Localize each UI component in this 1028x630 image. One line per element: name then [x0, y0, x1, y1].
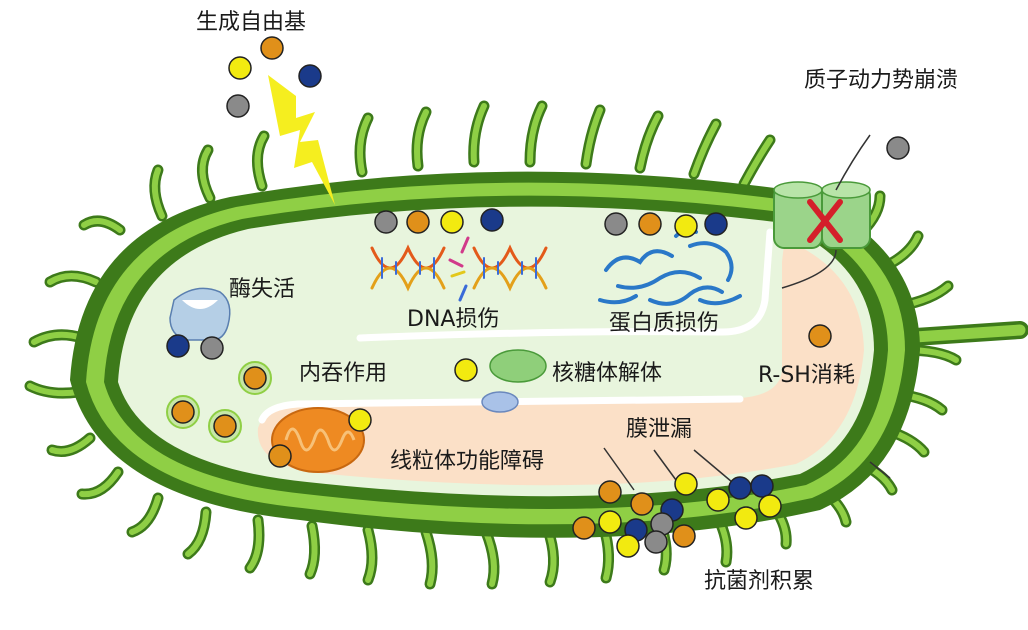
pilus-highlight: [583, 107, 603, 167]
ribosome-icon: [481, 349, 547, 413]
mitochondrial-dysfunction-label: 线粒体功能障碍: [390, 449, 545, 474]
pilus-highlight: [129, 495, 161, 535]
pilus-highlight: [365, 527, 375, 583]
particle: [440, 210, 464, 234]
ribosome-disassembly-label: 核糖体解体: [552, 361, 663, 386]
particle: [728, 476, 752, 500]
enzyme-icon: [169, 287, 231, 341]
particle: [750, 474, 774, 498]
particle: [260, 36, 284, 60]
particle: [604, 212, 628, 236]
particle: [598, 480, 622, 504]
particle: [672, 524, 696, 548]
enzyme-inactivation-label: 酶失活: [229, 277, 296, 302]
mitochondrion-icon: [271, 407, 365, 473]
pilus-highlight: [357, 115, 371, 175]
particle: [406, 210, 430, 234]
particle: [572, 516, 596, 540]
protein-damage-label: 蛋白质损伤: [609, 311, 720, 336]
pilus-highlight: [483, 529, 497, 587]
pilus-highlight: [247, 517, 262, 571]
particle: [374, 210, 398, 234]
pilus-highlight: [79, 469, 121, 498]
pilus-highlight: [470, 103, 487, 165]
dna-helix-icon: [370, 236, 548, 302]
particle: [758, 494, 782, 518]
pilus-highlight: [741, 137, 773, 187]
pilus-highlight: [691, 121, 719, 177]
particle: [706, 488, 730, 512]
lightning-icon: [268, 75, 335, 205]
pilus-highlight: [307, 523, 318, 577]
pilus-highlight: [49, 435, 93, 455]
pmf-collapse-label: 质子动力势崩溃: [804, 68, 959, 93]
particle: [200, 336, 224, 360]
pilus-highlight: [185, 509, 209, 557]
compartment-lines: [258, 228, 774, 424]
particle: [630, 492, 654, 516]
pilus-highlight: [151, 167, 165, 219]
particle: [674, 472, 698, 496]
pilus-highlight: [414, 109, 429, 169]
antibacterial-accumulation-label: 抗菌剂积累: [704, 569, 815, 594]
particle: [268, 444, 292, 468]
ion-channel-icon: [773, 134, 871, 289]
pilus-highlight: [423, 529, 436, 587]
pilus-highlight: [527, 103, 545, 165]
pilus-highlight: [27, 383, 81, 397]
particles-group: [166, 36, 910, 558]
periplasm-region: [257, 240, 864, 486]
cross-icon: [807, 199, 843, 243]
particle: [704, 212, 728, 236]
pilus-highlight: [81, 218, 123, 233]
endocytosis-label: 内吞作用: [299, 361, 388, 386]
dna-damage-label: DNA损伤: [407, 307, 500, 332]
particle: [213, 414, 237, 438]
membrane-leakage-label: 膜泄漏: [626, 417, 693, 442]
particle: [454, 358, 478, 382]
pili-group: [24, 100, 1028, 590]
particle: [616, 534, 640, 558]
pilus-highlight: [199, 147, 213, 201]
particle: [598, 510, 622, 534]
particle: [644, 530, 668, 554]
particle: [243, 366, 267, 390]
pilus-highlight: [254, 133, 267, 189]
particle: [808, 324, 832, 348]
pointer-lines: [603, 447, 891, 491]
particle: [166, 334, 190, 358]
pilus-highlight: [637, 113, 661, 171]
particle: [348, 408, 372, 432]
particle: [638, 212, 662, 236]
particle: [734, 506, 758, 530]
free-radicals-label: 生成自由基: [196, 10, 307, 35]
pilus-highlight: [47, 273, 99, 285]
particle: [228, 56, 252, 80]
particle: [226, 94, 250, 118]
particle: [171, 400, 195, 424]
particle: [298, 64, 322, 88]
particle: [674, 214, 698, 238]
particle: [886, 136, 910, 160]
particle: [480, 208, 504, 232]
rsh-depletion-label: R-SH消耗: [758, 363, 855, 388]
